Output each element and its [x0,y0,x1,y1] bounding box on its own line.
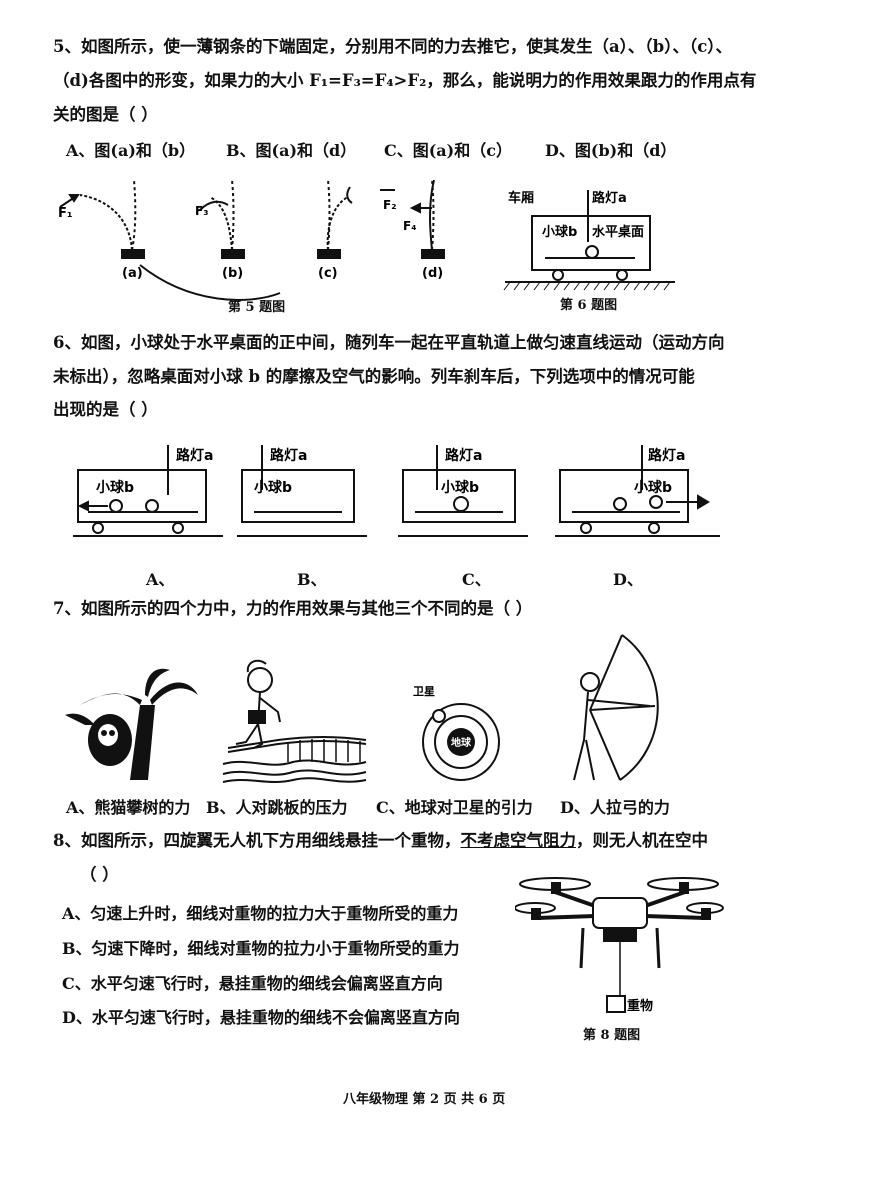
label-a: (a) [122,266,143,281]
q7-figure-panda [65,668,198,780]
q7-sat-label: 卫星 [413,685,435,698]
label-table: 水平桌面 [592,224,644,240]
q6d-lamp: 路灯a [648,447,685,464]
label-c: (c) [318,266,338,281]
label-f1: F₁ [58,206,73,221]
q7-line1: 7、如图所示的四个力中，力的作用效果与其他三个不同的是（ ） [53,599,533,618]
label-lamp: 路灯a [592,190,627,206]
q6-caption: 第 6 题图 [560,298,618,313]
label-car: 车厢 [508,190,534,206]
q8-option-d: D、水平匀速飞行时，悬挂重物的细线不会偏离竖直方向 [62,1008,460,1027]
q6b-lamp: 路灯a [270,447,307,464]
q8-option-b: B、匀速下降时，细线对重物的拉力小于重物所受的重力 [62,939,460,958]
q7-option-d: D、人拉弓的力 [560,798,670,817]
q6-figure-b: 路灯a 小球b [237,445,367,537]
q8-caption: 第 8 题图 [583,1028,641,1043]
q6-line3: 出现的是（ ） [53,400,158,419]
q8-figure-drone: 重物 [515,877,724,1014]
q6-option-c: C、 [462,570,491,589]
label-f3: F₃ [195,204,208,218]
q6-figure: 车厢 路灯a 小球b 水平桌面 [503,190,675,291]
q7-earth-label: 地球 [451,736,472,749]
q6b-ball: 小球b [254,479,292,496]
q6-figure-a: 路灯a 小球b [73,445,223,537]
q5-figure: F₁ F₃ F₂ F₄ (a) (b) (c) (d) [58,179,445,301]
q8-line1-underlined: 不考虑空气阻力 [460,831,576,850]
q6c-ball: 小球b [441,479,479,496]
q8-line1-end: ，则无人机在空中 [575,831,708,850]
page-footer: 八年级物理 第 2 页 共 6 页 [343,1092,506,1107]
q6a-lamp: 路灯a [176,447,213,464]
q7-option-b: B、人对跳板的压力 [206,798,348,817]
q6-line2: 未标出），忽略桌面对小球 b 的摩擦及空气的影响。列车刹车后，下列选项中的情况可… [53,367,695,386]
q6c-lamp: 路灯a [445,447,482,464]
q5-option-d: D、图(b)和（d） [545,141,677,160]
q7-figure-archer [573,634,659,781]
q8-option-c: C、水平匀速飞行时，悬挂重物的细线会偏离竖直方向 [62,974,443,993]
label-f2: F₂ [383,198,396,212]
q8-option-a: A、匀速上升时，细线对重物的拉力大于重物所受的重力 [62,904,459,923]
q5-option-a: A、图(a)和（b） [66,141,196,160]
q6-figure-d: 路灯a 小球b [555,445,720,537]
q8-weight-label: 重物 [627,998,653,1014]
q5-option-c: C、图(a)和（c） [384,141,512,160]
q6-line1: 6、如图，小球处于水平桌面的正中间，随列车一起在平直轨道上做匀速直线运动（运动方… [53,333,725,352]
q7-figure-diver [222,659,367,783]
q5-line3: 关的图是（ ） [53,105,158,124]
q8-line1: 8、如图所示，四旋翼无人机下方用细线悬挂一个重物，不考虑空气阻力，则无人机在空中 [53,830,708,852]
q6-option-b: B、 [297,570,327,589]
q5-caption: 第 5 题图 [228,300,286,315]
q8-line2: （ ） [80,865,119,884]
q6-figure-c: 路灯a 小球b [398,445,528,537]
q5-line1: 5、如图所示，使一薄钢条的下端固定，分别用不同的力去推它，使其发生（a）、（b）… [53,37,733,56]
q6-option-a: A、 [146,570,175,589]
label-f4: F₄ [403,219,416,233]
label-ball: 小球b [542,224,577,240]
q5-line2: （d)各图中的形变，如果力的大小 F₁=F₃=F₄>F₂，那么，能说明力的作用效… [53,71,757,90]
label-b: (b) [222,266,243,281]
q7-option-a: A、熊猫攀树的力 [66,798,191,817]
label-d: (d) [422,266,443,281]
q7-option-c: C、地球对卫星的引力 [376,798,533,817]
q7-figure-satellite: 卫星 地球 [413,685,500,781]
q6-option-d: D、 [613,570,643,589]
q8-line1-start: 8、如图所示，四旋翼无人机下方用细线悬挂一个重物， [53,831,461,850]
q6d-ball: 小球b [634,479,672,496]
q5-option-b: B、图(a)和（d） [226,141,357,160]
q6a-ball: 小球b [96,479,134,496]
